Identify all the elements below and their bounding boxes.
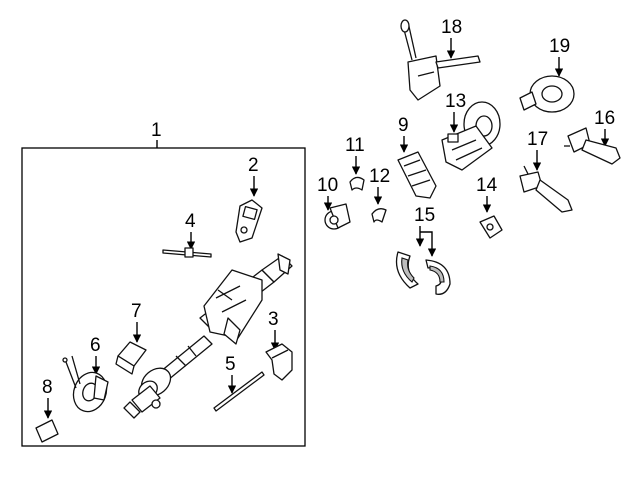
part-1-steering-column: 1 (123, 120, 293, 419)
part-3: 3 (265, 309, 293, 381)
part-6: 6 (62, 335, 109, 413)
callout-17: 17 (527, 129, 548, 150)
callout-19: 19 (549, 36, 570, 57)
part-2: 2 (235, 155, 263, 243)
callout-6: 6 (90, 335, 101, 356)
part-14: 14 (476, 175, 503, 239)
callout-16: 16 (594, 108, 615, 129)
callout-1: 1 (151, 120, 162, 141)
part-13: 13 (441, 91, 501, 171)
callout-18: 18 (441, 17, 462, 38)
callout-13: 13 (445, 91, 466, 112)
callout-3: 3 (268, 309, 279, 330)
callout-9: 9 (398, 115, 409, 136)
callout-15: 15 (414, 205, 435, 226)
part-16: 16 (564, 108, 621, 165)
callout-10: 10 (317, 175, 338, 196)
part-10: 10 (317, 175, 351, 230)
part-8: 8 (35, 377, 59, 443)
part-5: 5 (213, 354, 265, 412)
callout-4: 4 (185, 211, 196, 232)
part-18: 18 (400, 17, 481, 101)
callout-2: 2 (248, 155, 259, 176)
part-12: 12 (369, 166, 390, 223)
callout-5: 5 (225, 354, 236, 375)
part-9: 9 (397, 115, 437, 199)
part-4: 4 (162, 211, 212, 258)
assembly-frame (21, 147, 306, 447)
part-19: 19 (519, 36, 575, 113)
callout-14: 14 (476, 175, 498, 196)
part-15: 15 (395, 205, 451, 295)
callout-11: 11 (345, 135, 365, 156)
part-7: 7 (115, 301, 147, 375)
callout-7: 7 (131, 301, 142, 322)
part-11: 11 (345, 135, 365, 191)
callout-12: 12 (369, 166, 390, 187)
part-17: 17 (519, 129, 573, 213)
callout-8: 8 (42, 377, 53, 398)
